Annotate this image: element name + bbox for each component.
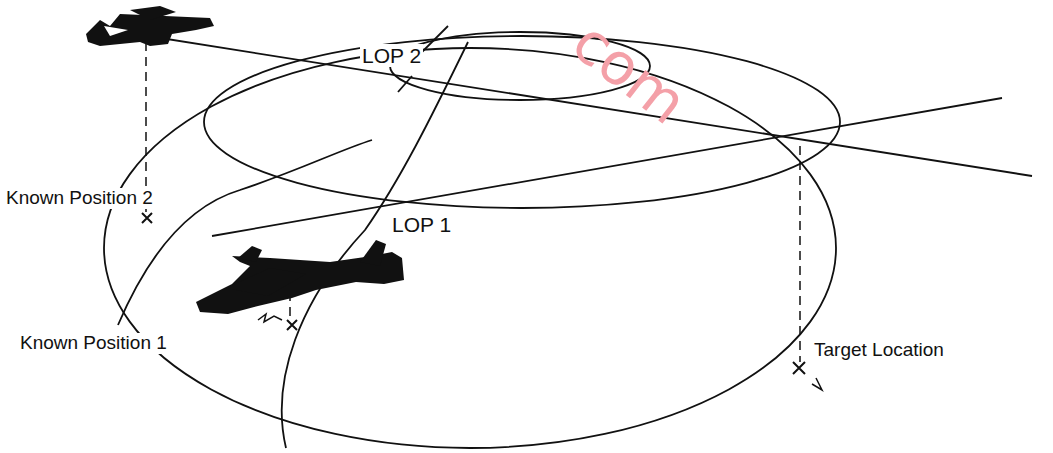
- lop-label: LOP 1: [390, 213, 453, 236]
- lop-line: [212, 98, 1002, 236]
- position-label: Known Position 1: [18, 333, 169, 354]
- curve-line: [282, 42, 468, 448]
- position-mark: [287, 320, 297, 330]
- position-mark: [793, 362, 805, 374]
- aircraft: [86, 6, 214, 46]
- lop-label: LOP 2: [360, 44, 423, 67]
- target-label: Target Location: [812, 340, 946, 361]
- watermark: com: [561, 10, 698, 137]
- leader-line: [812, 378, 822, 390]
- aircraft: [196, 240, 404, 314]
- leader-line: [258, 314, 282, 322]
- position-mark: [142, 213, 152, 223]
- drop-line: [145, 42, 147, 212]
- range-ellipse: [104, 48, 836, 448]
- leader-line: [398, 76, 412, 92]
- drop-line: [799, 146, 801, 362]
- position-label: Known Position 2: [4, 188, 155, 209]
